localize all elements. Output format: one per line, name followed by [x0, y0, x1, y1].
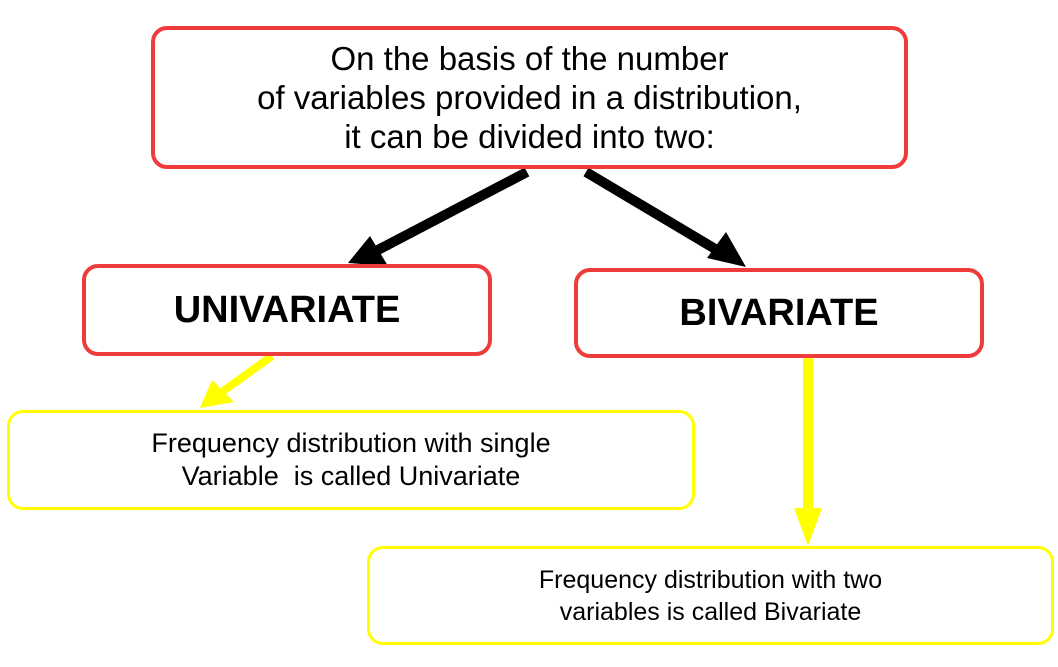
bivariate-description-line: Frequency distribution with two	[538, 565, 883, 594]
root-line: of variables provided in a distribution,	[257, 79, 802, 116]
bivariate-description-text: Frequency distribution with two variable…	[539, 564, 882, 628]
root-concept-box: On the basis of the number of variables …	[151, 26, 908, 169]
root-line: On the basis of the number	[330, 40, 729, 77]
bivariate-label: BIVARIATE	[679, 291, 879, 334]
bivariate-box: BIVARIATE	[574, 268, 984, 358]
arrow-bivariate-to-description	[794, 358, 822, 546]
univariate-label: UNIVARIATE	[173, 288, 401, 331]
root-line: it can be divided into two:	[344, 118, 715, 155]
univariate-description-line: Variable is called Univariate	[181, 461, 521, 491]
univariate-description-text: Frequency distribution with single Varia…	[151, 427, 550, 493]
arrow-univariate-to-description	[200, 352, 275, 408]
univariate-description-line: Frequency distribution with single	[151, 428, 551, 458]
bivariate-description-box: Frequency distribution with two variable…	[367, 546, 1054, 645]
univariate-box: UNIVARIATE	[82, 264, 492, 356]
arrow-root-to-bivariate	[583, 167, 746, 267]
arrow-root-to-univariate	[348, 167, 530, 266]
bivariate-description-line: variables is called Bivariate	[559, 597, 862, 626]
root-concept-text: On the basis of the number of variables …	[257, 39, 802, 156]
univariate-description-box: Frequency distribution with single Varia…	[7, 410, 695, 510]
